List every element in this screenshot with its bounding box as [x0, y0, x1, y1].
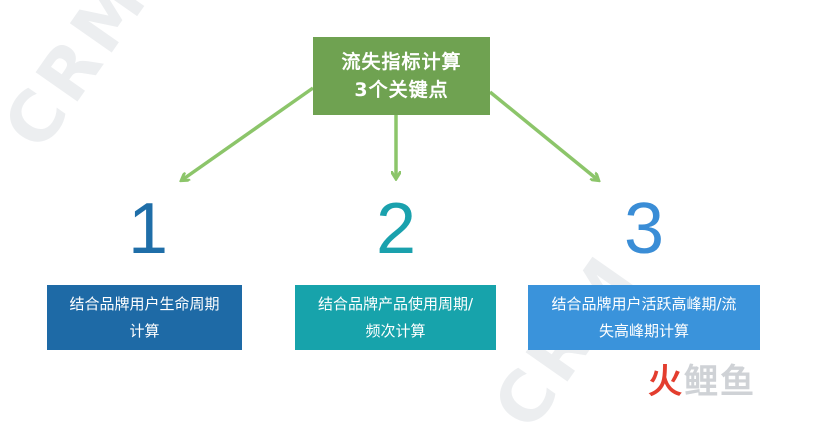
- title-box: 流失指标计算 3个关键点: [313, 37, 490, 115]
- step-card-2-line-2: 频次计算: [365, 321, 426, 340]
- connector-arrows: [0, 86, 813, 404]
- step-card-1: 结合品牌用户生命周期 计算: [47, 285, 242, 350]
- step-number-3: 3: [624, 189, 665, 269]
- step-card-3-line-1: 结合品牌用户活跃高峰期/流: [551, 294, 737, 313]
- step-card-1-line-1: 结合品牌用户生命周期: [69, 294, 220, 313]
- step-number-2: 2: [376, 189, 417, 269]
- step-card-2-line-1: 结合品牌产品使用周期/: [317, 294, 474, 313]
- step-number-1: 1: [128, 189, 169, 269]
- step-card-3-line-2: 失高峰期计算: [598, 321, 689, 340]
- arrow-to-step-1: [182, 86, 315, 180]
- title-line-1: 流失指标计算: [341, 51, 462, 73]
- logo-part-1: 火: [648, 362, 684, 402]
- arrow-to-step-3: [488, 90, 598, 180]
- step-card-3: 结合品牌用户活跃高峰期/流 失高峰期计算: [528, 285, 760, 350]
- step-card-2: 结合品牌产品使用周期/ 频次计算: [295, 285, 496, 350]
- step-card-1-line-2: 计算: [129, 321, 160, 340]
- brand-logo: 火鲤鱼: [648, 362, 756, 402]
- logo-part-2: 鲤鱼: [684, 362, 756, 402]
- title-line-2: 3个关键点: [354, 79, 449, 101]
